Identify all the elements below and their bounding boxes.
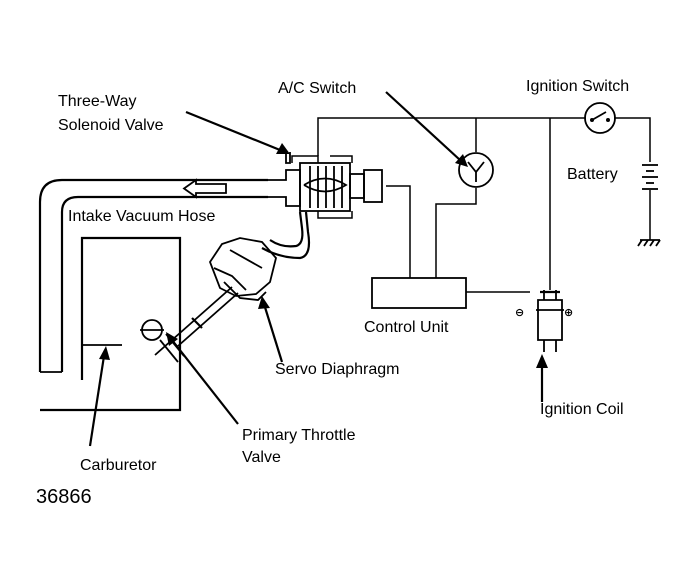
figure-number: 36866 (36, 486, 92, 508)
three-way-solenoid-valve-label-1: Three-Way (58, 93, 137, 110)
control-unit (371, 277, 467, 309)
ignition-coil-label: Ignition Coil (540, 401, 624, 418)
flow-direction-arrow (182, 178, 227, 199)
ignition-switch-label: Ignition Switch (526, 78, 629, 95)
primary-throttle-valve-label-2: Valve (242, 449, 281, 466)
wiring-harness (317, 117, 651, 293)
battery-label: Battery (567, 166, 618, 183)
control-unit-label: Control Unit (364, 319, 449, 336)
coil-negative-terminal: ⊖ (515, 307, 524, 319)
ignition-switch (584, 102, 616, 134)
servo-diaphragm-label: Servo Diaphragm (275, 361, 400, 378)
primary-throttle-valve (140, 319, 185, 363)
coil-positive-terminal: ⊕ (564, 307, 573, 319)
ground-symbol (637, 239, 661, 247)
carburetor (40, 236, 182, 412)
ac-switch-label: A/C Switch (278, 80, 356, 97)
ac-switch (458, 152, 494, 188)
carburetor-label: Carburetor (80, 457, 157, 474)
three-way-solenoid-valve (268, 152, 383, 219)
servo-diaphragm (171, 211, 311, 347)
ignition-coil (536, 290, 564, 352)
primary-throttle-valve-label-1: Primary Throttle (242, 427, 356, 444)
intake-vacuum-hose-label: Intake Vacuum Hose (68, 208, 215, 225)
intake-vacuum-hose (38, 178, 268, 373)
leader-arrows (88, 91, 548, 447)
battery (642, 164, 658, 190)
three-way-solenoid-valve-label-2: Solenoid Valve (58, 117, 164, 134)
